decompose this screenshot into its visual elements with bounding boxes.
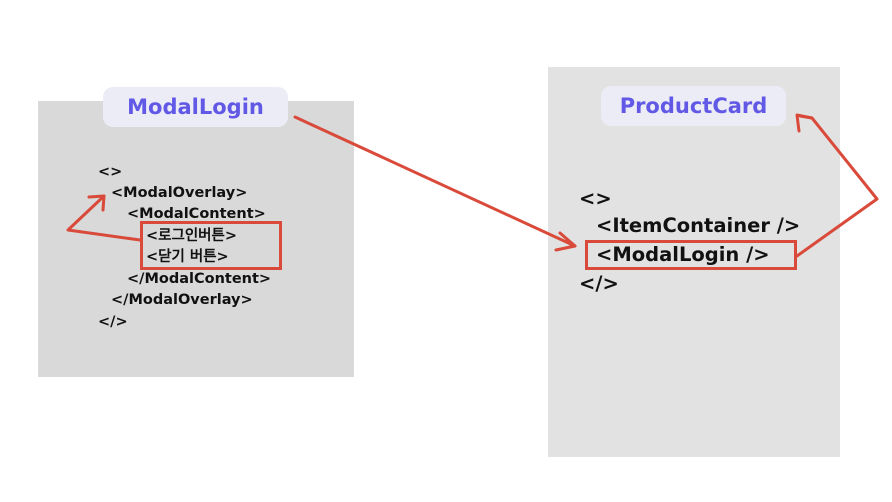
modal-overlay-close-tag: </ModalOverlay> bbox=[111, 292, 253, 308]
left-fragment-open: <> bbox=[98, 164, 123, 180]
buttons-highlight-box bbox=[140, 221, 282, 270]
right-fragment-close: </> bbox=[579, 272, 619, 295]
left-fragment-close: </> bbox=[98, 314, 128, 330]
login-button-tag: <로그인버튼> bbox=[146, 228, 237, 244]
modal-content-open-tag: <ModalContent> bbox=[127, 206, 266, 222]
modal-overlay-open-tag: <ModalOverlay> bbox=[111, 185, 248, 201]
product-card-title: ProductCard bbox=[601, 86, 786, 126]
modal-content-close-tag: </ModalContent> bbox=[127, 271, 272, 287]
right-fragment-open: <> bbox=[579, 187, 612, 210]
item-container-tag: <ItemContainer /> bbox=[596, 214, 801, 237]
modal-login-highlight-box bbox=[585, 240, 797, 270]
modal-login-tag: <ModalLogin /> bbox=[596, 243, 770, 266]
close-button-tag: <닫기 버튼> bbox=[146, 249, 229, 265]
modal-login-title: ModalLogin bbox=[103, 87, 288, 127]
product-card-panel bbox=[548, 67, 840, 457]
